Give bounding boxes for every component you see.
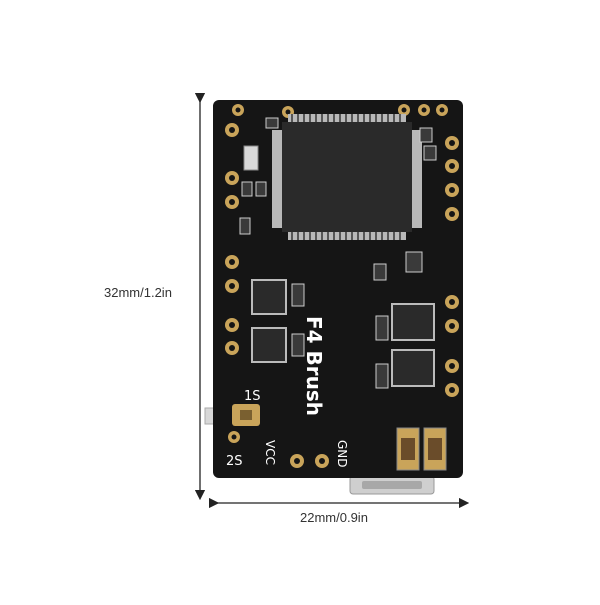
height-dimension-label: 32mm/1.2in: [104, 285, 172, 300]
left-pads: [225, 123, 240, 443]
board-title: F4 Brush: [302, 316, 326, 416]
label-gnd: GND: [335, 440, 349, 468]
mcu-chip-pins: [272, 114, 422, 240]
label-1s: 1S: [244, 389, 261, 404]
right-pads: [445, 136, 459, 397]
capacitors: [396, 427, 447, 471]
width-dimension-label: 22mm/0.9in: [300, 510, 368, 525]
mcu-chip: [282, 122, 412, 232]
label-vcc: VCC: [263, 440, 277, 465]
label-2s: 2S: [226, 454, 243, 469]
mosfet-right: [391, 303, 435, 387]
mosfet-left: [251, 279, 287, 363]
small-components: [239, 117, 437, 389]
